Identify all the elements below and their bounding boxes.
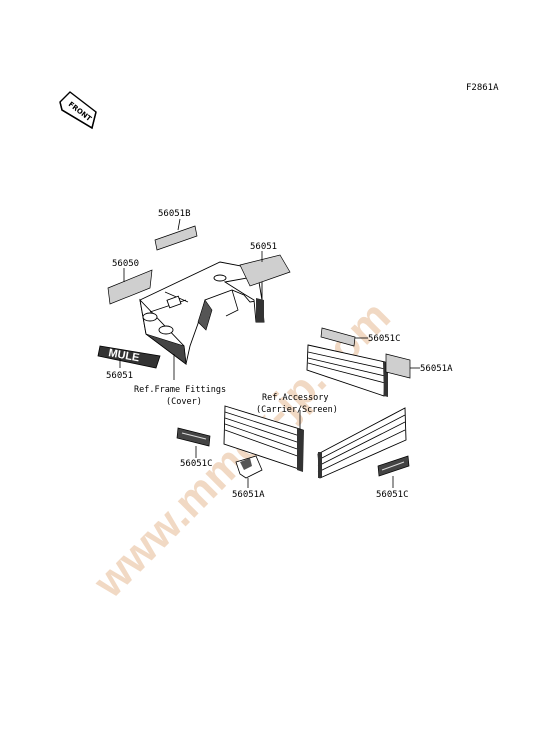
decal-56050 — [107, 269, 153, 305]
part-label: 56051 — [106, 371, 133, 381]
part-label: 56051C — [180, 459, 213, 469]
part-label: 56051C — [368, 334, 401, 344]
decal-56051-top — [239, 254, 291, 287]
decal-56051a-right — [385, 353, 411, 379]
rear-gate-panel — [306, 344, 388, 397]
decal-56051c-upper — [320, 327, 356, 347]
decal-56051c-lower-right — [377, 455, 410, 477]
part-label: 56051A — [420, 364, 453, 374]
part-label: 56051C — [376, 490, 409, 500]
decal-56051a-lower — [235, 455, 263, 479]
decal-56051b — [154, 225, 198, 251]
part-label: 56051A — [232, 490, 265, 500]
decal-56051c-lower-left — [176, 427, 211, 447]
ref-label-line2: (Cover) — [166, 397, 202, 407]
front-arrow-icon: FRONT — [59, 91, 97, 130]
mule-emblem: MULE — [97, 345, 161, 369]
side-panel-left — [223, 405, 304, 472]
part-label: 56051 — [250, 242, 277, 252]
part-label: 56050 — [112, 259, 139, 269]
emblem-text: MULE — [107, 347, 140, 364]
part-label: 56051B — [158, 209, 191, 219]
diagram-code: F2861A — [466, 83, 499, 93]
cover-assembly — [139, 261, 265, 365]
ref-label-line2: (Carrier/Screen) — [256, 405, 338, 415]
ref-label-line1: Ref.Accessory — [262, 393, 329, 403]
side-panel-right — [317, 407, 407, 479]
ref-label-line1: Ref.Frame Fittings — [134, 385, 226, 395]
